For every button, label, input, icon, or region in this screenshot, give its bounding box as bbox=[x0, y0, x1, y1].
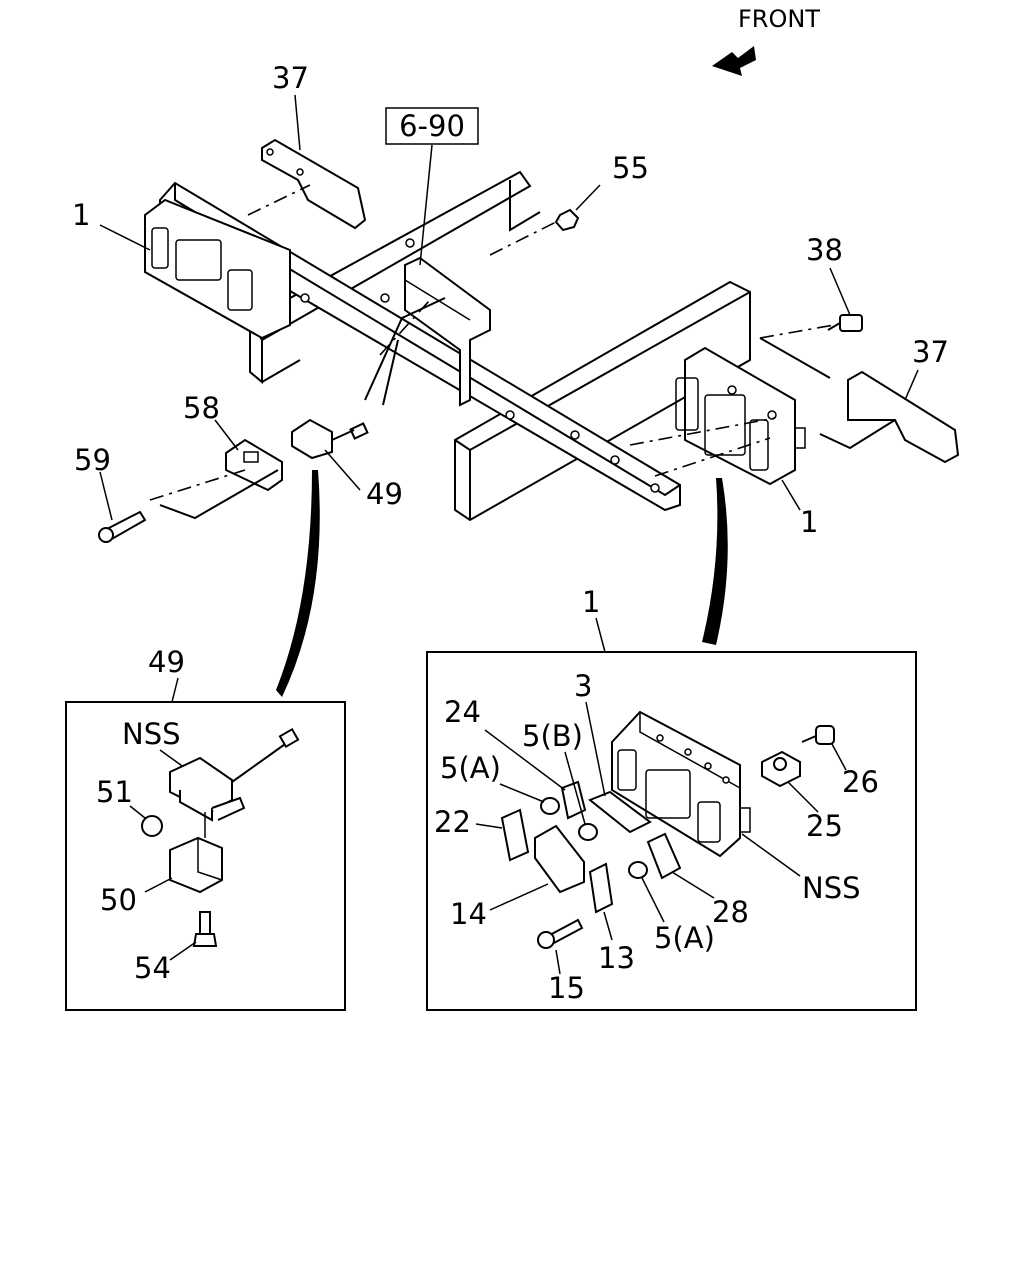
callout-49: 49 bbox=[366, 477, 403, 511]
screw-15 bbox=[537, 918, 584, 949]
front-indicator: FRONT bbox=[712, 5, 820, 76]
detail-49-title: 49 bbox=[148, 645, 185, 679]
center-bracket bbox=[404, 256, 491, 407]
cover-14 bbox=[534, 824, 585, 894]
callout-59: 59 bbox=[74, 443, 111, 477]
detail-49: 49 NSS 51 50 54 bbox=[65, 645, 346, 1011]
plate-24 bbox=[560, 780, 587, 820]
nut-55 bbox=[554, 208, 580, 232]
callout-51: 51 bbox=[96, 775, 133, 809]
plate-13 bbox=[588, 862, 614, 914]
callout-58: 58 bbox=[183, 391, 220, 425]
end-plate-left bbox=[144, 198, 291, 340]
bolt-38 bbox=[827, 314, 863, 332]
front-label: FRONT bbox=[738, 5, 820, 33]
detail-1-frame bbox=[426, 651, 917, 1011]
detail-49-frame bbox=[65, 701, 346, 1011]
end-plate-right bbox=[684, 346, 796, 486]
callout-3: 3 bbox=[574, 669, 592, 703]
plate-3 bbox=[588, 790, 652, 834]
ref-box-label: 6-90 bbox=[399, 109, 465, 143]
callout-28: 28 bbox=[712, 895, 749, 929]
callout-37-left: 37 bbox=[272, 61, 309, 95]
callout-5a-top: 5(A) bbox=[440, 751, 501, 785]
housing bbox=[611, 710, 741, 858]
detail-1-title: 1 bbox=[582, 585, 600, 619]
callout-55: 55 bbox=[612, 151, 649, 185]
clip-50 bbox=[169, 836, 223, 894]
pointer-to-detail-49 bbox=[276, 470, 320, 697]
callout-nss: NSS bbox=[802, 871, 861, 905]
callout-22: 22 bbox=[434, 805, 471, 839]
callout-38: 38 bbox=[806, 233, 843, 267]
pointer-to-detail-1 bbox=[702, 478, 728, 645]
callout-37-right: 37 bbox=[912, 335, 949, 369]
sensor-49 bbox=[291, 418, 369, 460]
callout-1-right: 1 bbox=[800, 505, 818, 539]
bracket-58 bbox=[225, 438, 283, 492]
detail-49-nss: NSS bbox=[122, 717, 181, 751]
pin-5b bbox=[578, 823, 598, 841]
callout-5a-bottom: 5(A) bbox=[654, 921, 715, 955]
pin-5a-bottom bbox=[628, 861, 648, 879]
callout-15: 15 bbox=[548, 971, 585, 1005]
callout-14: 14 bbox=[450, 897, 487, 931]
callout-54: 54 bbox=[134, 951, 171, 985]
plate-22 bbox=[500, 808, 530, 862]
detail-1: 1 bbox=[426, 585, 917, 1011]
callout-25: 25 bbox=[806, 809, 843, 843]
screw-59 bbox=[98, 510, 147, 543]
plate-28 bbox=[646, 832, 682, 880]
cross-member bbox=[454, 280, 751, 522]
reference-6-90: 6-90 bbox=[385, 107, 479, 145]
main-assembly bbox=[98, 94, 960, 543]
cover-37-left bbox=[261, 138, 367, 230]
callout-13: 13 bbox=[598, 941, 635, 975]
plug-51 bbox=[141, 815, 163, 837]
callout-24: 24 bbox=[444, 695, 481, 729]
callout-50: 50 bbox=[100, 883, 137, 917]
callout-26: 26 bbox=[842, 765, 879, 799]
callout-1-left: 1 bbox=[72, 198, 90, 232]
front-arrow-icon bbox=[712, 46, 756, 76]
callout-5b: 5(B) bbox=[522, 719, 583, 753]
pin-5a-top bbox=[540, 797, 560, 815]
bolt-26 bbox=[801, 725, 835, 745]
bracket-25 bbox=[761, 750, 801, 788]
bolt-54 bbox=[192, 911, 218, 947]
cover-37-right bbox=[847, 370, 960, 464]
